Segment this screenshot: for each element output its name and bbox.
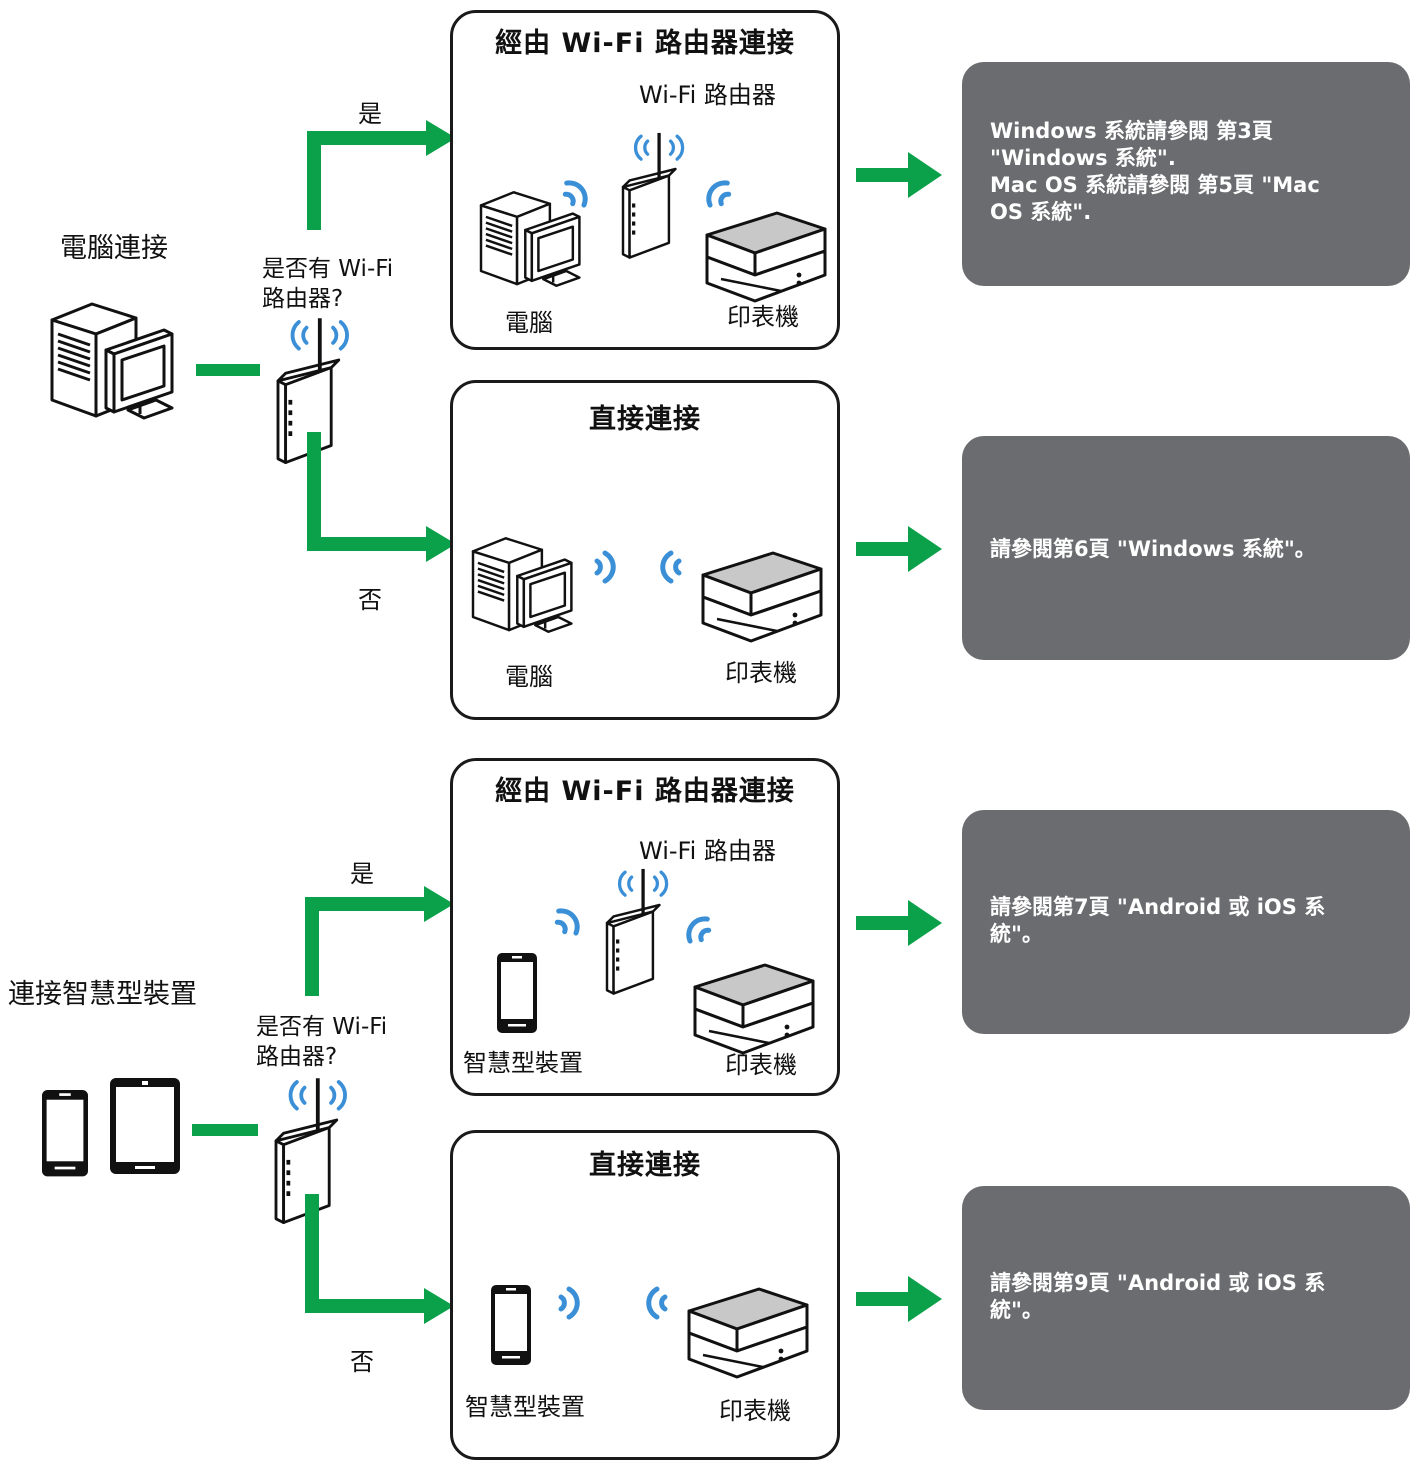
reference-line: OS 系統". — [990, 200, 1092, 224]
computer-link-line — [196, 364, 260, 376]
question-line-2: 路由器? — [262, 286, 344, 312]
wifi-signal-icon — [705, 935, 745, 975]
question-line-1: 是否有 Wi-Fi — [262, 256, 394, 282]
smartphone-icon — [497, 953, 537, 1033]
question-line-1: 是否有 Wi-Fi — [256, 1014, 388, 1040]
reference-line: 統"。 — [990, 922, 1043, 946]
smart-no-connector — [305, 1194, 454, 1324]
reference-line: Mac OS 系統請參閱 第5頁 "Mac — [990, 173, 1320, 197]
wifi-signal-icon — [561, 927, 601, 967]
computer-direct-connection-panel: 直接連接 電腦 印表機 — [450, 380, 840, 720]
computer-icon — [471, 537, 573, 633]
computer-no-label: 否 — [358, 586, 382, 614]
smart-yes-label: 是 — [350, 860, 374, 888]
reference-line: 請參閱第7頁 "Android 或 iOS 系 — [990, 895, 1326, 919]
smartphone-icon — [42, 1090, 88, 1177]
wifi-signal-icon — [561, 1303, 601, 1343]
device-label: 電腦 — [505, 663, 553, 691]
smart-wifi-question: 是否有 Wi-Fi 路由器? — [256, 1012, 387, 1072]
wifi-router-icon — [621, 131, 685, 260]
reference-line: "Windows 系統". — [990, 146, 1176, 170]
smartphone-icon — [491, 1285, 531, 1365]
arrow-to-reference-1 — [856, 152, 942, 198]
router-label: Wi-Fi 路由器 — [639, 81, 776, 109]
smart-yes-connector — [305, 886, 454, 996]
device-label: 電腦 — [505, 309, 553, 337]
reference-line: 請參閱第9頁 "Android 或 iOS 系 — [990, 1271, 1326, 1295]
wifi-signal-icon — [725, 199, 765, 239]
wifi-router-icon — [605, 867, 669, 996]
arrow-to-reference-3 — [856, 900, 942, 946]
printer-icon — [687, 1287, 809, 1379]
printer-label: 印表機 — [719, 1397, 791, 1425]
smart-no-label: 否 — [350, 1348, 374, 1376]
arrow-to-reference-2 — [856, 526, 942, 572]
question-line-2: 路由器? — [256, 1044, 338, 1070]
reference-box-smart-router: 請參閱第7頁 "Android 或 iOS 系 統"。 — [962, 810, 1410, 1034]
printer-label: 印表機 — [725, 659, 797, 687]
tablet-icon — [110, 1078, 180, 1174]
printer-icon — [701, 551, 823, 643]
computer-icon — [50, 302, 174, 420]
smart-direct-connection-panel: 直接連接 智慧型裝置 印表機 — [450, 1130, 840, 1460]
device-label: 智慧型裝置 — [463, 1049, 583, 1077]
panel-title: 經由 Wi-Fi 路由器連接 — [495, 776, 795, 807]
smart-section-title: 連接智慧型裝置 — [8, 979, 197, 1010]
panel-title: 經由 Wi-Fi 路由器連接 — [495, 28, 795, 59]
reference-box-computer-router: Windows 系統請參閱 第3頁 "Windows 系統". Mac OS 系… — [962, 62, 1410, 286]
panel-title: 直接連接 — [589, 1150, 701, 1181]
wifi-signal-icon — [597, 567, 637, 607]
panel-title: 直接連接 — [589, 404, 701, 435]
computer-yes-connector — [307, 120, 456, 230]
smart-link-line — [192, 1124, 258, 1136]
computer-no-connector — [307, 432, 456, 562]
printer-label: 印表機 — [727, 303, 799, 331]
computer-yes-label: 是 — [358, 100, 382, 128]
reference-line: 統"。 — [990, 1298, 1043, 1322]
computer-router-connection-panel: 經由 Wi-Fi 路由器連接 Wi-Fi 路由器 電腦 印表機 — [450, 10, 840, 350]
computer-wifi-question: 是否有 Wi-Fi 路由器? — [262, 254, 393, 314]
reference-line: 請參閱第6頁 "Windows 系統"。 — [990, 537, 1316, 561]
reference-box-smart-direct: 請參閱第9頁 "Android 或 iOS 系 統"。 — [962, 1186, 1410, 1410]
router-label: Wi-Fi 路由器 — [639, 837, 776, 865]
device-label: 智慧型裝置 — [465, 1393, 585, 1421]
arrow-to-reference-4 — [856, 1276, 942, 1322]
reference-box-computer-direct: 請參閱第6頁 "Windows 系統"。 — [962, 436, 1410, 660]
printer-label: 印表機 — [725, 1051, 797, 1079]
wifi-signal-icon — [569, 199, 609, 239]
smart-router-connection-panel: 經由 Wi-Fi 路由器連接 Wi-Fi 路由器 智慧型裝置 印表機 — [450, 758, 840, 1096]
computer-section-title: 電腦連接 — [60, 233, 168, 264]
reference-line: Windows 系統請參閱 第3頁 — [990, 119, 1273, 143]
